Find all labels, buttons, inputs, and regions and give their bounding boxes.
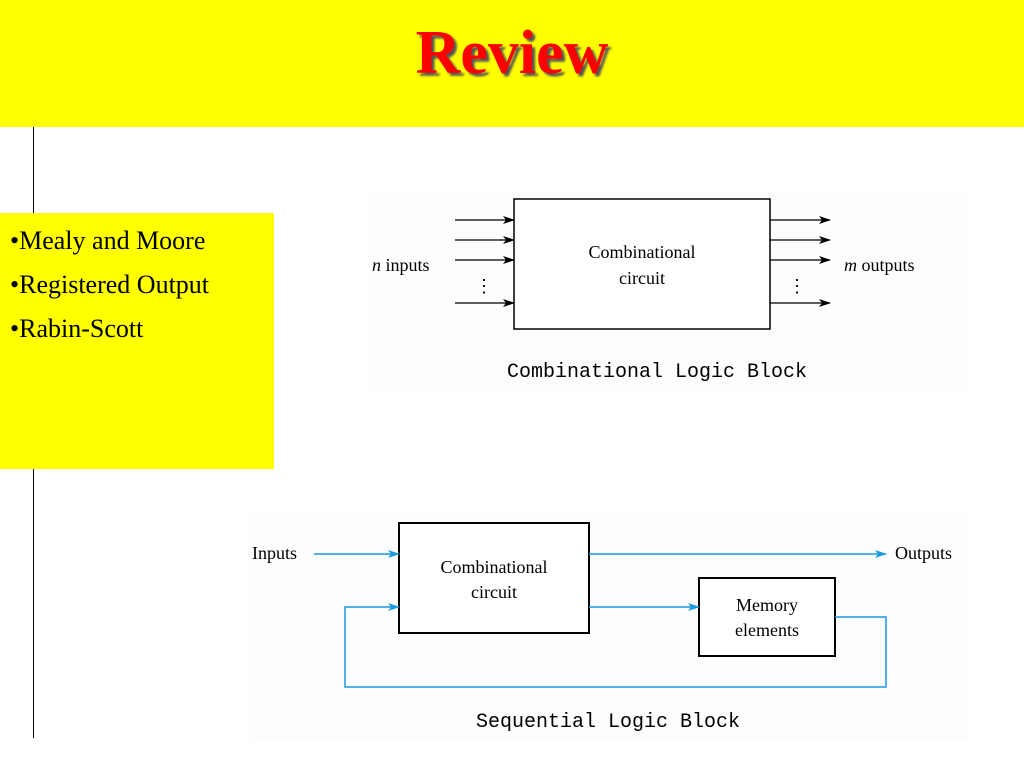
feedback-loop-arrow [344, 603, 887, 688]
memory-box [698, 577, 836, 657]
combinational-caption: Combinational Logic Block [507, 361, 807, 384]
bullet-box: •Mealy and Moore •Registered Output •Rab… [0, 213, 274, 469]
sequential-comb-line2: circuit [471, 582, 517, 602]
slide-title: Review [415, 19, 609, 87]
sequential-outputs-label: Outputs [895, 543, 952, 563]
inputs-label: n inputs [372, 255, 430, 275]
bullet-list: •Mealy and Moore •Registered Output •Rab… [0, 213, 274, 344]
output-ellipsis: ⋮ [788, 276, 806, 296]
sequential-comb-line1: Combinational [441, 557, 548, 577]
outputs-label-var: m [844, 255, 857, 275]
combinational-box [513, 198, 771, 330]
input-ellipsis: ⋮ [475, 276, 493, 296]
title-bar [0, 0, 1024, 127]
sequential-diagram-bg [250, 510, 970, 740]
combinational-box-line2: circuit [619, 268, 665, 288]
outputs-label-text: outputs [857, 255, 915, 275]
sequential-combinational-box [398, 522, 590, 634]
sequential-caption: Sequential Logic Block [476, 711, 740, 734]
combinational-logic-block: Combinational circuit ⋮ ⋮ n inputs m out… [372, 198, 915, 384]
bullet-item: •Mealy and Moore [10, 226, 206, 255]
memory-line2: elements [735, 620, 799, 640]
memory-line1: Memory [736, 595, 798, 615]
sequential-inputs-label: Inputs [252, 543, 297, 563]
outputs-label: m outputs [844, 255, 915, 275]
combinational-box-line1: Combinational [589, 242, 696, 262]
inputs-label-var: n [372, 255, 381, 275]
inputs-label-text: inputs [381, 255, 430, 275]
bullet-item: •Registered Output [10, 270, 210, 299]
sequential-logic-block: Combinational circuit Memory elements In… [252, 522, 952, 734]
bullet-item: •Rabin-Scott [10, 314, 144, 343]
